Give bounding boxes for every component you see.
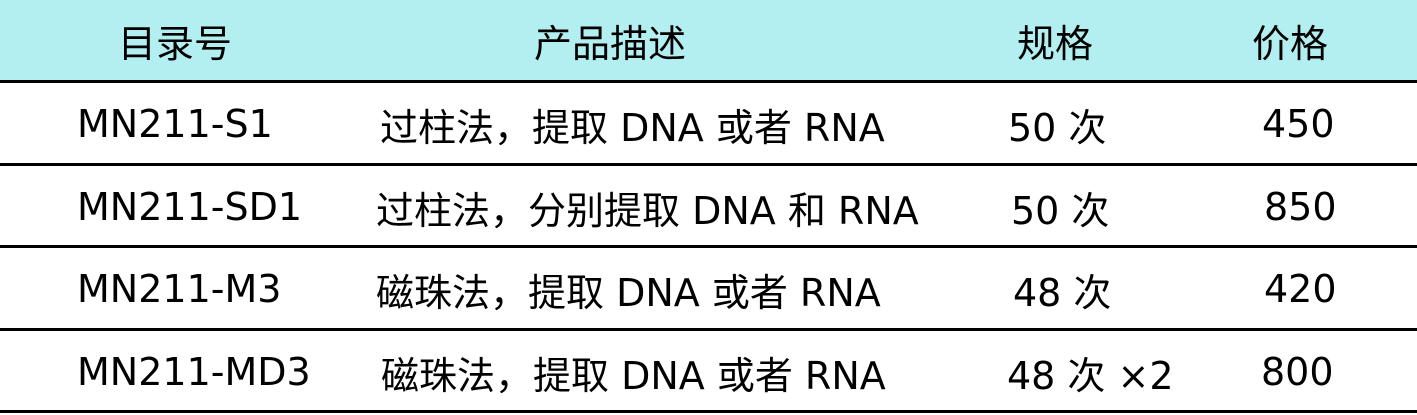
table-row: MN211-M3 磁珠法，提取 DNA 或者 RNA 48 次 420: [0, 248, 1417, 330]
price-cell: 800: [1261, 350, 1334, 394]
description-cell: 磁珠法，提取 DNA 或者 RNA: [376, 270, 881, 315]
catalog-no-cell: MN211-SD1: [77, 185, 303, 229]
header-spec: 规格: [1016, 21, 1093, 66]
description-cell: 磁珠法，提取 DNA 或者 RNA: [381, 353, 886, 398]
price-cell: 420: [1264, 267, 1337, 311]
description-cell: 过柱法，分别提取 DNA 和 RNA: [376, 188, 919, 233]
catalog-no-cell: MN211-M3: [77, 267, 282, 311]
row-divider: [0, 80, 1417, 83]
table-row: MN211-S1 过柱法，提取 DNA 或者 RNA 50 次 450: [0, 83, 1417, 165]
table-row: MN211-SD1 过柱法，分别提取 DNA 和 RNA 50 次 850: [0, 166, 1417, 248]
header-price: 价格: [1251, 21, 1328, 66]
table-header: 目录号 产品描述 规格 价格: [0, 0, 1417, 80]
price-cell: 450: [1262, 102, 1335, 146]
spec-cell: 48 次: [1013, 270, 1112, 315]
price-cell: 850: [1264, 185, 1337, 229]
header-description: 产品描述: [533, 21, 686, 66]
catalog-no-cell: MN211-S1: [77, 102, 273, 146]
row-divider: [0, 328, 1417, 331]
row-divider: [0, 163, 1417, 166]
table-bottom-rule: [0, 410, 1417, 413]
spec-cell: 50 次: [1008, 105, 1107, 150]
spec-cell: 50 次: [1011, 188, 1110, 233]
catalog-no-cell: MN211-MD3: [77, 350, 311, 394]
spec-cell: 48 次 ×2: [1007, 353, 1174, 398]
description-cell: 过柱法，提取 DNA 或者 RNA: [380, 105, 885, 150]
row-divider: [0, 245, 1417, 248]
header-catalog-no: 目录号: [117, 21, 232, 66]
table-row: MN211-MD3 磁珠法，提取 DNA 或者 RNA 48 次 ×2 800: [0, 331, 1417, 413]
